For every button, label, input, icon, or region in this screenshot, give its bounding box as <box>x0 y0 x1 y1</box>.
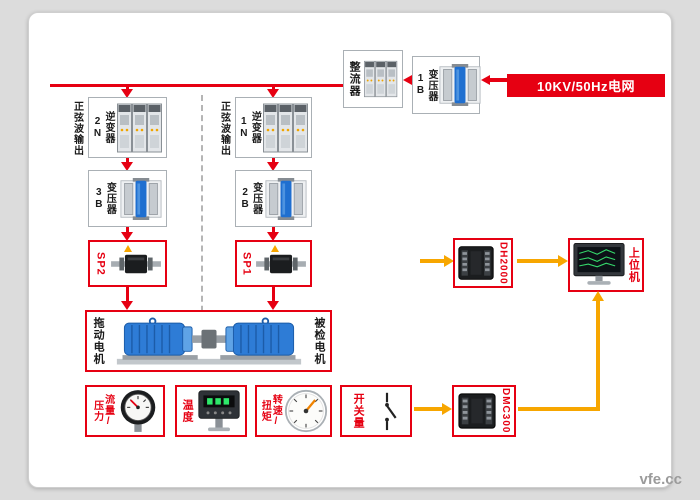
switch-to-dmc300-arrowhead <box>442 403 452 415</box>
bus-drop-mid-line <box>272 84 275 91</box>
motor-bench-node: 拖动电机 被检电机 <box>85 310 332 372</box>
rectifier-label: 整流器 <box>348 61 361 97</box>
torque-sensor-icon <box>111 252 161 276</box>
signal-to-dh2000-arrowhead <box>444 255 454 267</box>
inverter-2n-label: 逆变器2N <box>92 111 114 144</box>
sine-output-left: 正弦波输出 <box>71 100 83 156</box>
inv-tr-mid-line <box>272 158 275 163</box>
speed-torque-label: 转速/ 扭矩 <box>259 394 282 428</box>
drive-motor-label: 拖动电机 <box>92 317 105 365</box>
bus-drop-left-line <box>126 84 129 91</box>
dmc300-label: DMC300 <box>500 388 511 434</box>
sensor-sp2-node: SP2 <box>88 240 167 287</box>
tr-sp-mid-arrowhead <box>267 232 279 241</box>
inv-tr-mid-arrowhead <box>267 162 279 171</box>
rectifier-cabinet-icon <box>364 55 398 103</box>
transformer-1b-node: 变压器1B <box>412 56 480 114</box>
tr-sp-left-line <box>126 227 129 233</box>
transformer-1b-label: 变压器1B <box>415 68 437 102</box>
inv-tr-left-arrowhead <box>121 162 133 171</box>
sensor-sp2-label: SP2 <box>94 251 107 276</box>
bus-drop-left-arrowhead <box>121 89 133 98</box>
sp-motor-mid-line <box>272 287 275 302</box>
tr-sp-left-arrowhead <box>121 232 133 241</box>
motor-pair-icon <box>115 315 303 367</box>
watermark: vfe.cc <box>639 471 682 488</box>
inv-tr-left-line <box>126 158 129 163</box>
transformer-icon <box>265 175 307 223</box>
dmc300-to-host-hline <box>518 407 600 411</box>
transformer1b-to-rectifier-arrowhead <box>403 75 412 85</box>
monitor-icon <box>573 242 625 288</box>
transformer-3b-label: 变压器3B <box>93 182 116 215</box>
grid-to-transformer-arrowhead <box>481 75 490 85</box>
sp-motor-mid-arrowhead <box>267 301 279 310</box>
transformer-2b-label: 变压器2B <box>239 182 262 215</box>
sensor-sp1-node: SP1 <box>235 240 312 287</box>
switch-to-dmc300-line <box>414 407 442 411</box>
sensor-sp1-label: SP1 <box>240 251 253 276</box>
dh2000-node: DH2000 <box>453 238 513 288</box>
switch-signal-node: 开关量 <box>340 385 412 437</box>
power-bus-line <box>50 84 345 87</box>
dh2000-device-icon <box>457 243 495 283</box>
dh2000-to-host-arrowhead <box>558 255 568 267</box>
switch-symbol-icon <box>374 390 400 432</box>
transformer-icon <box>439 61 481 109</box>
sp1-signal-arrowhead <box>271 245 279 252</box>
dmc300-device-icon <box>457 390 497 432</box>
transformer-icon <box>120 175 162 223</box>
speed-torque-node: 转速/ 扭矩 <box>255 385 332 437</box>
switch-signal-label: 开关量 <box>352 393 365 429</box>
dh2000-to-host-line <box>517 259 558 263</box>
temperature-node: 温度 <box>175 385 247 437</box>
transformer-2b-node: 变压器2B <box>235 170 312 227</box>
grid-arrow-line <box>490 78 507 82</box>
column-divider-dashed-line <box>201 95 203 372</box>
sp2-signal-arrowhead <box>124 245 132 252</box>
speed-dial-icon <box>284 389 328 433</box>
inverter-cabinet-icon <box>117 103 163 153</box>
inverter-cabinet-icon <box>263 103 309 153</box>
grid-banner: 10KV/50Hz电网 <box>507 74 665 97</box>
inverter-2n-node: 逆变器2N <box>88 97 167 158</box>
tested-motor-label: 被检电机 <box>313 317 325 365</box>
dmc300-to-host-arrowhead <box>592 291 604 301</box>
flow-pressure-label: 流量/ 压力 <box>91 394 114 428</box>
inverter-1n-node: 逆变器1N <box>235 97 312 158</box>
dmc300-node: DMC300 <box>452 385 516 437</box>
pressure-gauge-icon <box>118 388 158 434</box>
digital-thermometer-icon <box>197 389 241 433</box>
transformer-3b-node: 变压器3B <box>88 170 167 227</box>
temperature-label: 温度 <box>181 399 194 423</box>
sp-motor-left-line <box>126 287 129 302</box>
dmc300-to-host-vline <box>596 300 600 411</box>
rectifier-node: 整流器 <box>343 50 403 108</box>
sp-motor-left-arrowhead <box>121 301 133 310</box>
inverter-1n-label: 逆变器1N <box>238 111 261 144</box>
host-computer-label: 上位机 <box>627 247 640 283</box>
tr-sp-mid-line <box>272 227 275 233</box>
flow-pressure-node: 流量/ 压力 <box>85 385 165 437</box>
host-computer-node: 上位机 <box>568 238 644 292</box>
sine-output-mid: 正弦波输出 <box>218 100 230 156</box>
bus-drop-mid-arrowhead <box>267 89 279 98</box>
signal-to-dh2000-line <box>420 259 444 263</box>
dh2000-label: DH2000 <box>497 241 509 285</box>
torque-sensor-icon <box>256 252 306 276</box>
